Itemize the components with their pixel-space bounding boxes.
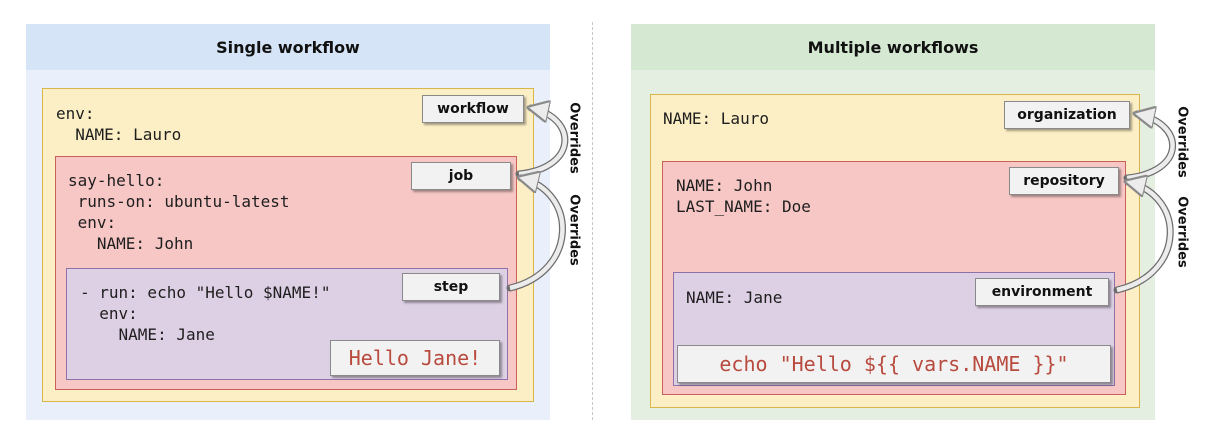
- repository-label: repository: [1009, 167, 1119, 195]
- job-label: job: [411, 162, 511, 190]
- arrow-repository-overrides-organization: [1123, 114, 1177, 182]
- job-env-code: say-hello: runs-on: ubuntu-latest env: N…: [68, 171, 290, 253]
- panel-title: Multiple workflows: [631, 24, 1155, 70]
- workflow-label: workflow: [422, 95, 524, 123]
- arrow-step-overrides-job: [506, 178, 566, 292]
- organization-label: organization: [1004, 101, 1130, 129]
- arrow-job-overrides-workflow: [515, 108, 569, 178]
- environment-output: echo "Hello ${{ vars.NAME }}": [677, 345, 1111, 383]
- panel-divider: [592, 22, 593, 420]
- environment-vars-code: NAME: Jane: [686, 288, 783, 307]
- organization-vars-code: NAME: Lauro: [663, 109, 769, 128]
- panel-title: Single workflow: [26, 24, 550, 70]
- repository-vars-code: NAME: John LAST_NAME: Doe: [676, 176, 811, 216]
- step-output: Hello Jane!: [330, 340, 500, 376]
- workflow-env-code: env: NAME: Lauro: [56, 104, 182, 144]
- environment-label: environment: [975, 278, 1109, 306]
- step-env-code: - run: echo "Hello $NAME!" env: NAME: Ja…: [80, 283, 331, 344]
- step-label: step: [402, 273, 500, 301]
- arrow-environment-overrides-repository: [1113, 182, 1174, 294]
